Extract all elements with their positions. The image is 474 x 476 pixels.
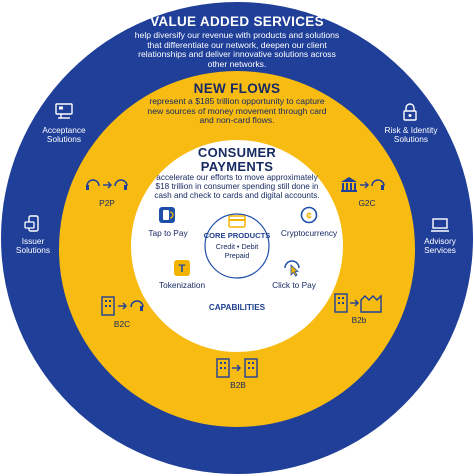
value-added-services-title: VALUE ADDED SERVICES: [150, 14, 324, 29]
token-icon: T: [173, 259, 191, 282]
risk-identity-solutions-label: Risk & Identity Solutions: [384, 125, 438, 145]
b2c-label: B2C: [113, 319, 131, 329]
person-to-person-icon: [84, 176, 130, 199]
core-products-line2: Prepaid: [224, 251, 250, 260]
capabilities-label: CAPABILITIES: [208, 303, 266, 312]
cryptocurrency-label: Cryptocurrency: [280, 228, 338, 238]
card-icon: [228, 215, 246, 233]
advisory-services-label: Advisory Services: [424, 236, 456, 256]
laptop-icon: [430, 218, 450, 238]
tap-to-pay-icon: [158, 206, 176, 229]
crypto-icon: ¢: [300, 206, 318, 229]
core-products-title: CORE PRODUCTS: [203, 231, 271, 240]
consumer-payments-description: accelerate our efforts to move approxima…: [154, 173, 320, 201]
issuer-solutions-label: Issuer Solutions: [15, 236, 51, 256]
core-products-circle: [204, 213, 270, 279]
tap-to-pay-label: Tap to Pay: [148, 228, 188, 238]
business-to-small-business-icon: [333, 292, 383, 319]
government-to-consumer-icon: [340, 176, 386, 199]
value-added-services-description: help diversify our revenue with products…: [134, 30, 340, 69]
consumer-payments-title: CONSUMER PAYMENTS: [177, 146, 297, 173]
click-to-pay-icon: [283, 259, 301, 282]
click-to-pay-label: Click to Pay: [272, 280, 316, 290]
new-flows-title: NEW FLOWS: [193, 81, 281, 96]
consumer-payments-title-line1: CONSUMER: [197, 145, 277, 160]
phone-card-icon: [24, 215, 42, 238]
core-products-line1: Credit • Debit: [215, 242, 259, 251]
business-to-business-icon: [215, 357, 261, 384]
svg-text:¢: ¢: [306, 211, 312, 222]
g2c-label: G2C: [358, 198, 376, 208]
tokenization-label: Tokenization: [158, 280, 206, 290]
p2p-label: P2P: [99, 198, 115, 208]
lock-icon: [402, 103, 418, 126]
b2b-small-label: B2b: [351, 315, 367, 325]
monitor-icon: [55, 103, 73, 124]
svg-text:T: T: [179, 263, 186, 275]
b2b-label: B2B: [230, 380, 246, 390]
consumer-payments-title-line2: PAYMENTS: [200, 158, 274, 174]
business-to-consumer-icon: [100, 295, 146, 322]
new-flows-description: represent a $185 trillion opportunity to…: [147, 96, 327, 126]
acceptance-solutions-label: Acceptance Solutions: [42, 125, 86, 145]
